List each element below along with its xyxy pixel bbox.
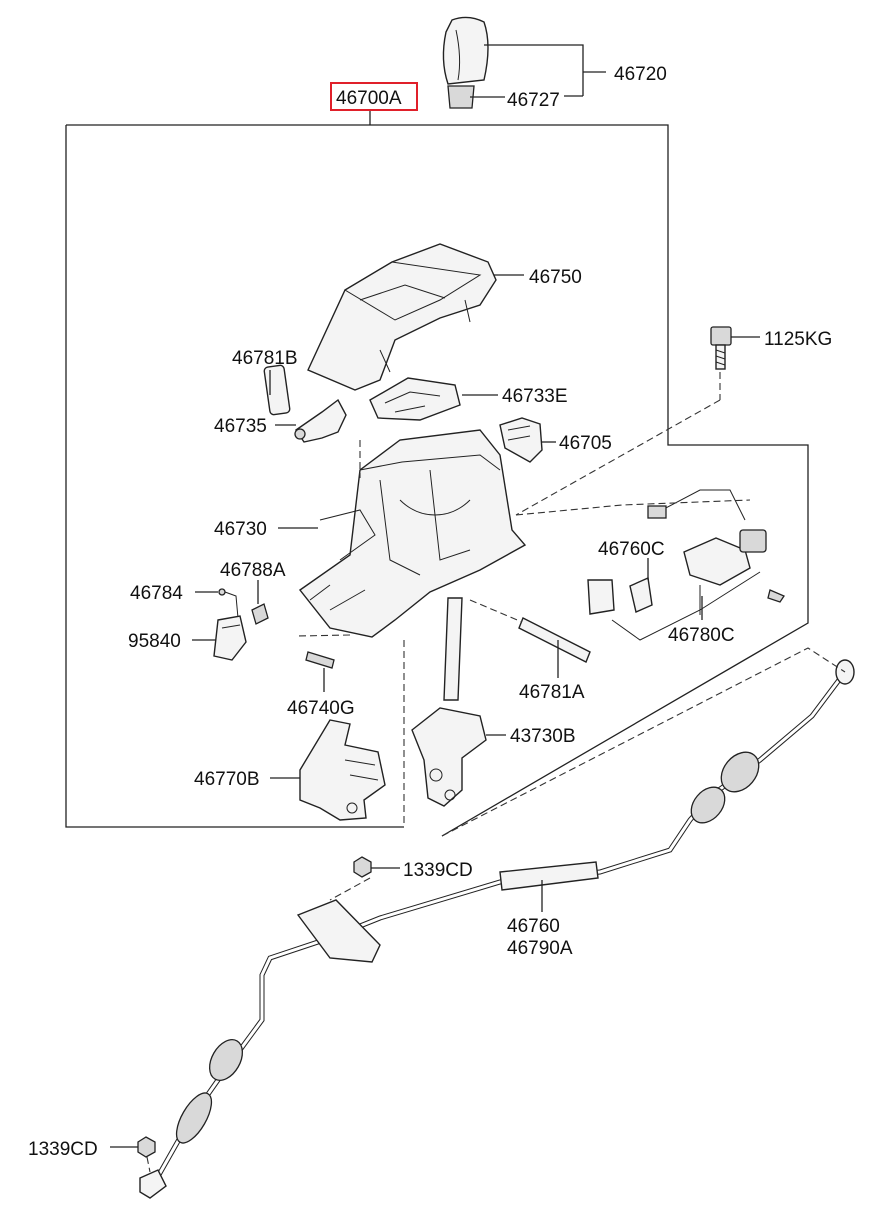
- nut-1339cd-top[interactable]: [353, 856, 372, 878]
- switch-95840[interactable]: [213, 615, 247, 661]
- label-1125kg[interactable]: 1125KG: [764, 329, 832, 350]
- rod-46781a[interactable]: [518, 617, 591, 663]
- lever-46735[interactable]: [294, 398, 347, 443]
- slider-plate[interactable]: [369, 377, 461, 421]
- label-46788a[interactable]: 46788A: [220, 560, 286, 581]
- label-46780c[interactable]: 46780C: [668, 625, 735, 646]
- switch-46784[interactable]: [218, 588, 239, 619]
- label-46781a[interactable]: 46781A: [519, 682, 585, 703]
- label-1339cd-top[interactable]: 1339CD: [403, 860, 473, 881]
- highlight-box: [330, 82, 418, 111]
- lever-43730b[interactable]: [411, 597, 487, 807]
- nut-1339cd-bottom[interactable]: [137, 1136, 156, 1158]
- label-95840[interactable]: 95840: [128, 631, 181, 652]
- shifter-base[interactable]: [298, 429, 527, 638]
- label-43730b[interactable]: 43730B: [510, 726, 576, 747]
- label-46760c[interactable]: 46760C: [598, 539, 665, 560]
- label-46730[interactable]: 46730: [214, 519, 267, 540]
- shift-cable[interactable]: [139, 659, 855, 1199]
- label-46770b[interactable]: 46770B: [194, 769, 260, 790]
- label-46760[interactable]: 46760: [507, 916, 560, 937]
- label-46784[interactable]: 46784: [130, 583, 183, 604]
- bracket-46770b[interactable]: [299, 719, 386, 821]
- label-46735[interactable]: 46735: [214, 416, 267, 437]
- label-46790a[interactable]: 46790A: [507, 938, 573, 959]
- clip-46788a[interactable]: [251, 603, 269, 625]
- label-46705[interactable]: 46705: [559, 433, 612, 454]
- bracket-46705[interactable]: [499, 417, 543, 463]
- assembly-frame: [65, 110, 809, 837]
- shift-knob[interactable]: [442, 16, 489, 109]
- label-46720[interactable]: 46720: [614, 64, 667, 85]
- indicator-cover[interactable]: [307, 243, 497, 391]
- label-46740g[interactable]: 46740G: [287, 698, 355, 719]
- solenoid-assembly[interactable]: [587, 489, 785, 641]
- label-1339cd-bottom[interactable]: 1339CD: [28, 1139, 98, 1160]
- label-46750[interactable]: 46750: [529, 267, 582, 288]
- label-46700a[interactable]: 46700A: [336, 88, 402, 109]
- spring-46740g[interactable]: [305, 651, 335, 669]
- pin-46781b[interactable]: [263, 364, 291, 416]
- bolt-1125kg[interactable]: [710, 326, 732, 370]
- label-46733e[interactable]: 46733E: [502, 386, 568, 407]
- label-46781b[interactable]: 46781B: [232, 348, 298, 369]
- label-46727[interactable]: 46727: [507, 90, 560, 111]
